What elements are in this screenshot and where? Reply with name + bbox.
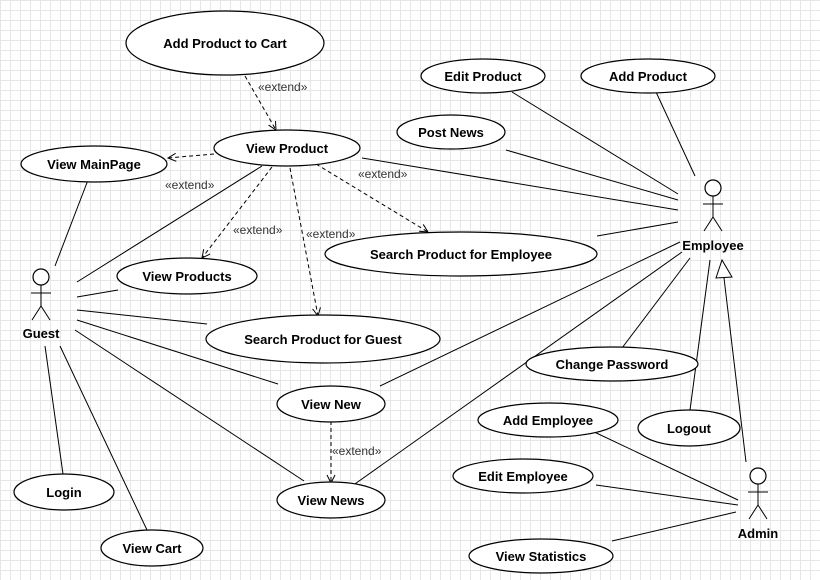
use-case-label: View Statistics	[496, 549, 587, 564]
assoc-employee-add-product	[655, 91, 696, 177]
stick-figure-icon	[703, 179, 723, 232]
use-case-view-product[interactable]: View Product	[213, 129, 361, 167]
use-case-add-product-to-cart[interactable]: Add Product to Cart	[125, 10, 325, 76]
use-case-view-products[interactable]: View Products	[116, 257, 258, 295]
use-case-label: Post News	[418, 125, 484, 140]
use-case-view-news[interactable]: View News	[276, 481, 386, 519]
assoc-guest-view-product	[76, 165, 263, 283]
assoc-guest-login	[44, 345, 64, 475]
use-case-view-new[interactable]: View New	[276, 385, 386, 423]
use-case-label: View New	[301, 397, 362, 412]
use-case-login[interactable]: Login	[13, 473, 115, 511]
use-case-label: Edit Product	[444, 69, 522, 84]
extend-label: «extend»	[233, 223, 283, 237]
extend-label: «extend»	[358, 167, 408, 181]
extend-view-product-mainpage	[168, 154, 215, 158]
assoc-guest-view-cart	[59, 345, 148, 531]
assoc-employee-search-employee	[596, 221, 679, 237]
assoc-guest-view-news	[74, 329, 305, 482]
use-case-view-statistics[interactable]: View Statistics	[468, 538, 614, 574]
extend-cart-view-product	[244, 75, 276, 130]
use-case-label: View Product	[246, 141, 329, 156]
associations	[44, 91, 747, 542]
extend-label: «extend»	[165, 178, 215, 192]
assoc-guest-view-new	[76, 319, 279, 385]
use-case-search-product-for-employee[interactable]: Search Product for Employee	[324, 231, 598, 277]
use-case-label: Search Product for Employee	[370, 247, 552, 262]
use-case-edit-employee[interactable]: Edit Employee	[452, 458, 594, 494]
use-case-label: Edit Employee	[478, 469, 568, 484]
extend-labels: «extend» «extend» «extend» «extend» «ext…	[165, 80, 408, 458]
use-case-label: Logout	[667, 421, 712, 436]
assoc-guest-view-products	[76, 289, 119, 298]
assoc-guest-search-guest	[76, 309, 208, 325]
use-case-add-employee[interactable]: Add Employee	[477, 402, 619, 438]
use-case-label: Add Product	[609, 69, 688, 84]
extend-label: «extend»	[306, 227, 356, 241]
use-case-add-product[interactable]: Add Product	[580, 58, 716, 94]
generalization-admin-employee	[723, 277, 747, 463]
use-case-label: View Cart	[122, 541, 182, 556]
use-case-change-password[interactable]: Change Password	[525, 346, 699, 382]
use-case-label: Search Product for Guest	[244, 332, 402, 347]
assoc-employee-view-news	[351, 251, 683, 487]
extend-label: «extend»	[332, 444, 382, 458]
use-case-post-news[interactable]: Post News	[396, 114, 506, 150]
assoc-admin-edit-employee	[595, 484, 739, 506]
actor-label: Admin	[738, 526, 779, 541]
assoc-employee-logout	[689, 259, 711, 411]
actor-admin[interactable]: Admin	[738, 467, 779, 541]
use-case-logout[interactable]: Logout	[637, 409, 741, 447]
use-case-label: Add Employee	[503, 413, 593, 428]
assoc-employee-edit-product	[511, 91, 679, 195]
generalization-arrowhead	[715, 258, 733, 279]
use-case-edit-product[interactable]: Edit Product	[420, 58, 546, 94]
extend-view-product-search-employee	[315, 163, 428, 232]
assoc-employee-post-news	[505, 149, 679, 201]
extend-view-product-products	[202, 166, 273, 258]
extend-view-product-search-guest	[289, 167, 318, 316]
actor-label: Employee	[682, 238, 743, 253]
use-case-label: View MainPage	[47, 157, 141, 172]
assoc-employee-view-product	[361, 157, 679, 211]
assoc-employee-change-password	[621, 257, 691, 349]
use-case-label: View Products	[142, 269, 231, 284]
stick-figure-icon	[31, 268, 51, 321]
use-case-search-product-for-guest[interactable]: Search Product for Guest	[205, 314, 441, 364]
assoc-guest-view-mainpage	[54, 179, 89, 267]
extend-label: «extend»	[258, 80, 308, 94]
assoc-admin-view-statistics	[611, 511, 737, 542]
use-case-view-cart[interactable]: View Cart	[100, 529, 204, 567]
use-case-label: View News	[298, 493, 365, 508]
extend-dependencies	[168, 75, 428, 483]
assoc-employee-view-new	[379, 241, 681, 387]
use-case-label: Add Product to Cart	[163, 36, 287, 51]
actor-employee[interactable]: Employee	[682, 179, 744, 253]
assoc-admin-add-employee	[589, 429, 739, 501]
use-case-label: Login	[46, 485, 81, 500]
use-case-view-mainpage[interactable]: View MainPage	[20, 145, 168, 183]
actor-guest[interactable]: Guest	[23, 268, 61, 341]
stick-figure-icon	[748, 467, 768, 520]
use-case-label: Change Password	[556, 357, 669, 372]
actor-label: Guest	[23, 326, 61, 341]
